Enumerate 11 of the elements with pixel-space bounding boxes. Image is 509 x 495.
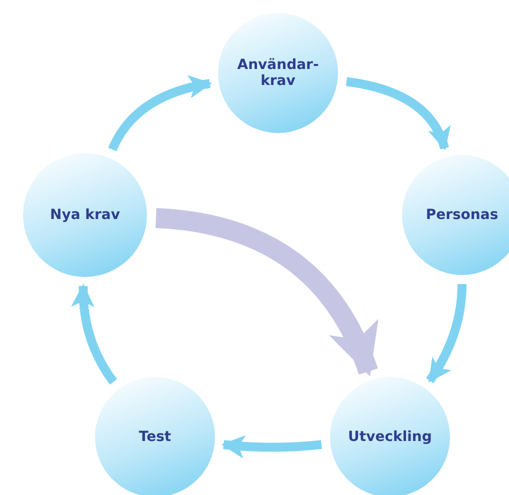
arrow	[346, 77, 450, 150]
node-label: Utveckling	[347, 428, 433, 446]
arrow	[72, 284, 118, 384]
arrow	[108, 76, 212, 152]
arrow	[426, 284, 466, 384]
node-label: Personas	[424, 206, 500, 224]
arrow	[221, 435, 322, 458]
node-label: Nya krav	[49, 206, 121, 224]
node-label: Användar-krav	[236, 56, 320, 90]
arrow	[155, 208, 378, 376]
node-label: Test	[138, 428, 172, 446]
